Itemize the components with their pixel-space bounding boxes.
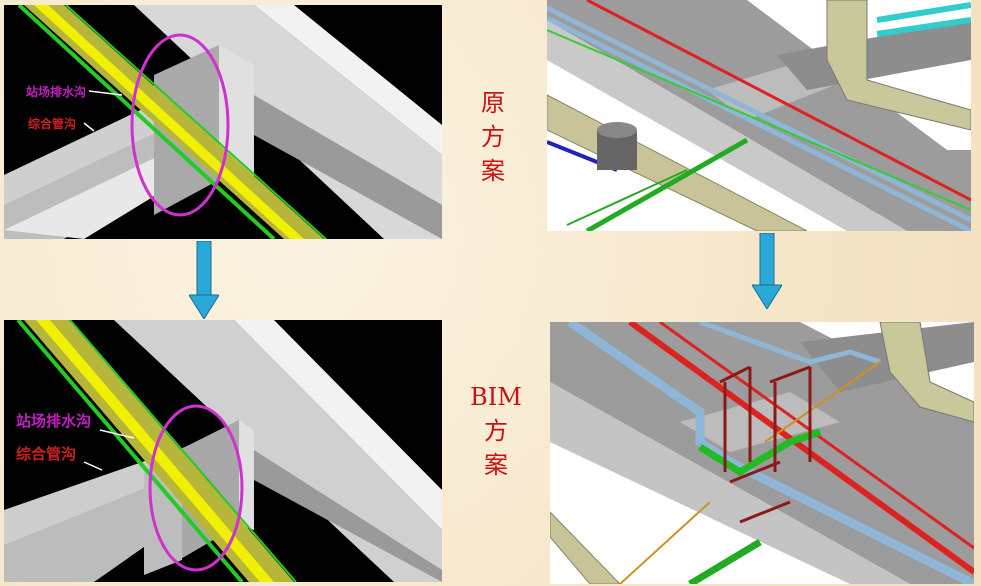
title-original-line1: 原 xyxy=(481,89,505,117)
down-arrow-left-icon xyxy=(189,241,219,319)
down-arrow-right-icon xyxy=(752,233,782,309)
title-original: 原 方 案 xyxy=(463,86,523,188)
render-original-left xyxy=(4,5,442,239)
render-bim-right xyxy=(550,322,974,584)
title-bim-line2: 方 xyxy=(484,417,508,445)
panel-original-right xyxy=(547,0,971,231)
title-bim-line3: 案 xyxy=(484,451,508,479)
panel-bim-left: 站场排水沟 综合管沟 xyxy=(4,320,442,582)
render-bim-left xyxy=(4,320,442,582)
title-original-line3: 案 xyxy=(481,157,505,185)
highlight-ellipse xyxy=(130,33,230,217)
label-trench-bim: 综合管沟 xyxy=(16,445,77,463)
panel-original-left: 站场排水沟 综合管沟 xyxy=(4,5,442,239)
label-drain-bim: 站场排水沟 xyxy=(16,412,92,430)
title-bim: BIM 方 案 xyxy=(466,380,526,482)
render-original-right xyxy=(547,0,971,231)
title-bim-line1: BIM xyxy=(470,383,522,411)
highlight-ellipse-bim xyxy=(148,404,244,572)
title-original-line2: 方 xyxy=(481,123,505,151)
label-trench: 综合管沟 xyxy=(28,117,77,131)
label-drain: 站场排水沟 xyxy=(26,85,87,99)
panel-bim-right xyxy=(550,322,974,584)
